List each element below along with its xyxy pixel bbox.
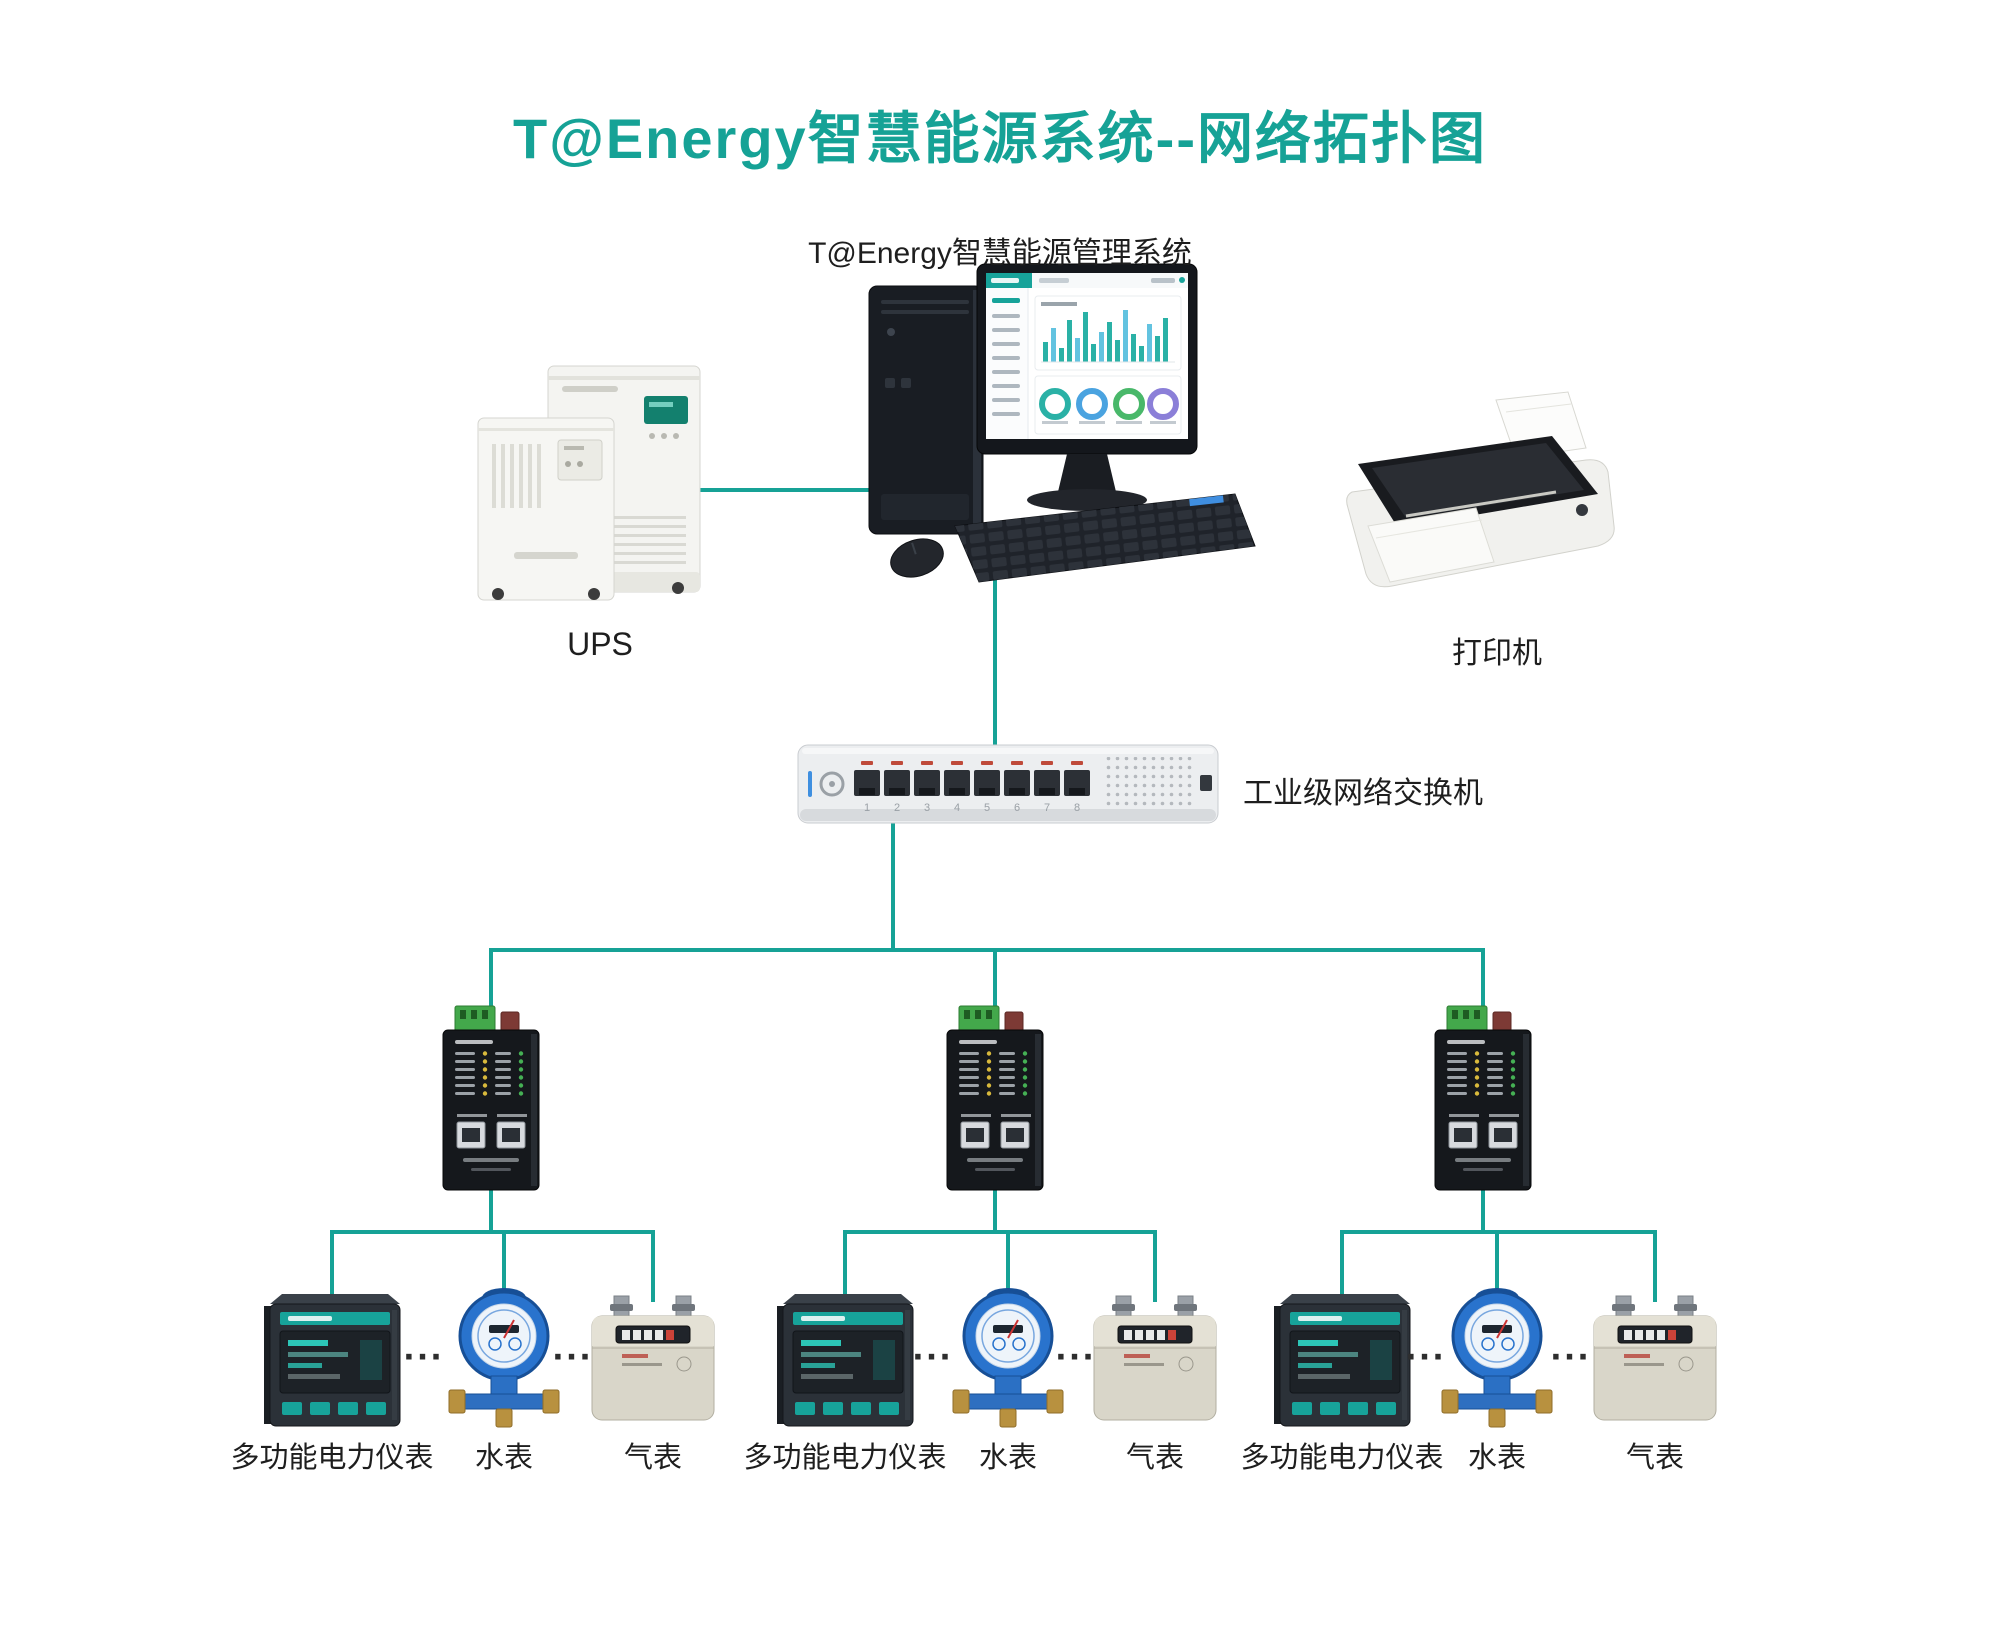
water-meter-label: 水表 — [474, 1442, 534, 1474]
mouse — [890, 538, 944, 578]
ellipsis: ... — [552, 1326, 594, 1369]
gateway-device — [947, 1006, 1043, 1190]
printer-label: 打印机 — [1452, 637, 1542, 670]
gas-meter-device — [1593, 1295, 1717, 1421]
switch-port-number: 4 — [954, 802, 960, 814]
switch-port-number: 7 — [1044, 802, 1050, 814]
ellipsis: ... — [403, 1326, 445, 1369]
page-title: T@Energy智慧能源系统--网络拓扑图 — [513, 107, 1487, 170]
monitor — [976, 263, 1198, 511]
gateway-device — [443, 1006, 539, 1190]
switch-logo-bar — [808, 771, 812, 797]
switch-port-number: 5 — [984, 802, 990, 814]
ups-device — [477, 365, 701, 601]
power-meter-label: 多功能电力仪表 — [230, 1442, 434, 1474]
switch-port-number: 8 — [1074, 802, 1080, 814]
ellipsis: ... — [912, 1326, 954, 1369]
pc-tower — [868, 285, 984, 535]
ups-unit-left — [477, 417, 615, 601]
water-meter-label: 水表 — [978, 1442, 1038, 1474]
switch-ports — [854, 761, 1090, 796]
switch-logo-icon — [819, 771, 845, 797]
ellipsis: ... — [1550, 1326, 1592, 1369]
water-meter-device — [1440, 1286, 1554, 1429]
gas-meter-device — [1093, 1295, 1217, 1421]
ellipsis: ... — [1055, 1326, 1097, 1369]
network-switch-device: 1 2 3 4 5 6 7 8 — [797, 744, 1219, 824]
gas-meter-device — [591, 1295, 715, 1421]
ups-label: UPS — [567, 626, 633, 662]
monitor-screen-dashboard — [986, 273, 1188, 439]
switch-port-number: 2 — [894, 802, 900, 814]
power-meter-device — [263, 1293, 401, 1427]
power-meter-label: 多功能电力仪表 — [743, 1442, 947, 1474]
power-meter-label: 多功能电力仪表 — [1240, 1442, 1444, 1474]
gateway-device — [1435, 1006, 1531, 1190]
water-meter-label: 水表 — [1467, 1442, 1527, 1474]
power-meter-device — [1273, 1293, 1411, 1427]
printer-device — [1346, 391, 1615, 588]
switch-vent-grille — [1102, 757, 1196, 809]
ellipsis: ... — [1405, 1326, 1447, 1369]
gas-meter-label: 气表 — [623, 1442, 683, 1474]
power-meter-device — [776, 1293, 914, 1427]
water-meter-device — [951, 1286, 1065, 1429]
switch-label: 工业级网络交换机 — [1243, 777, 1483, 810]
switch-port-number: 1 — [864, 802, 870, 814]
switch-power-port — [1200, 775, 1212, 791]
computer-device — [868, 263, 1256, 583]
switch-port-number: 6 — [1014, 802, 1020, 814]
gas-meter-label: 气表 — [1625, 1442, 1685, 1474]
gas-meter-label: 气表 — [1125, 1442, 1185, 1474]
management-system-label: T@Energy智慧能源管理系统 — [808, 237, 1192, 270]
water-meter-device — [447, 1286, 561, 1429]
switch-port-numbers: 1 2 3 4 5 6 7 8 — [864, 802, 1080, 814]
switch-port-number: 3 — [924, 802, 930, 814]
connection-lines — [330, 488, 1657, 1302]
